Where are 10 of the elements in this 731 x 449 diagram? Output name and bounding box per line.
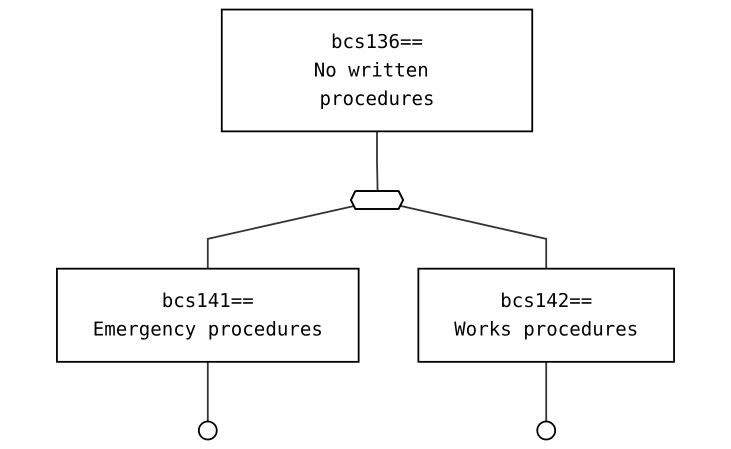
connector bbox=[545, 362, 548, 422]
connector bbox=[206, 362, 209, 422]
node-box: bcs142== Works procedures bbox=[417, 268, 675, 363]
connector bbox=[206, 205, 354, 269]
connector bbox=[400, 205, 548, 269]
node-circle bbox=[198, 420, 218, 440]
node-box: bcs136== No written procedures bbox=[220, 8, 534, 132]
node-box: bcs141== Emergency procedures bbox=[56, 268, 360, 363]
connector bbox=[376, 131, 378, 192]
node-circle bbox=[536, 420, 556, 440]
